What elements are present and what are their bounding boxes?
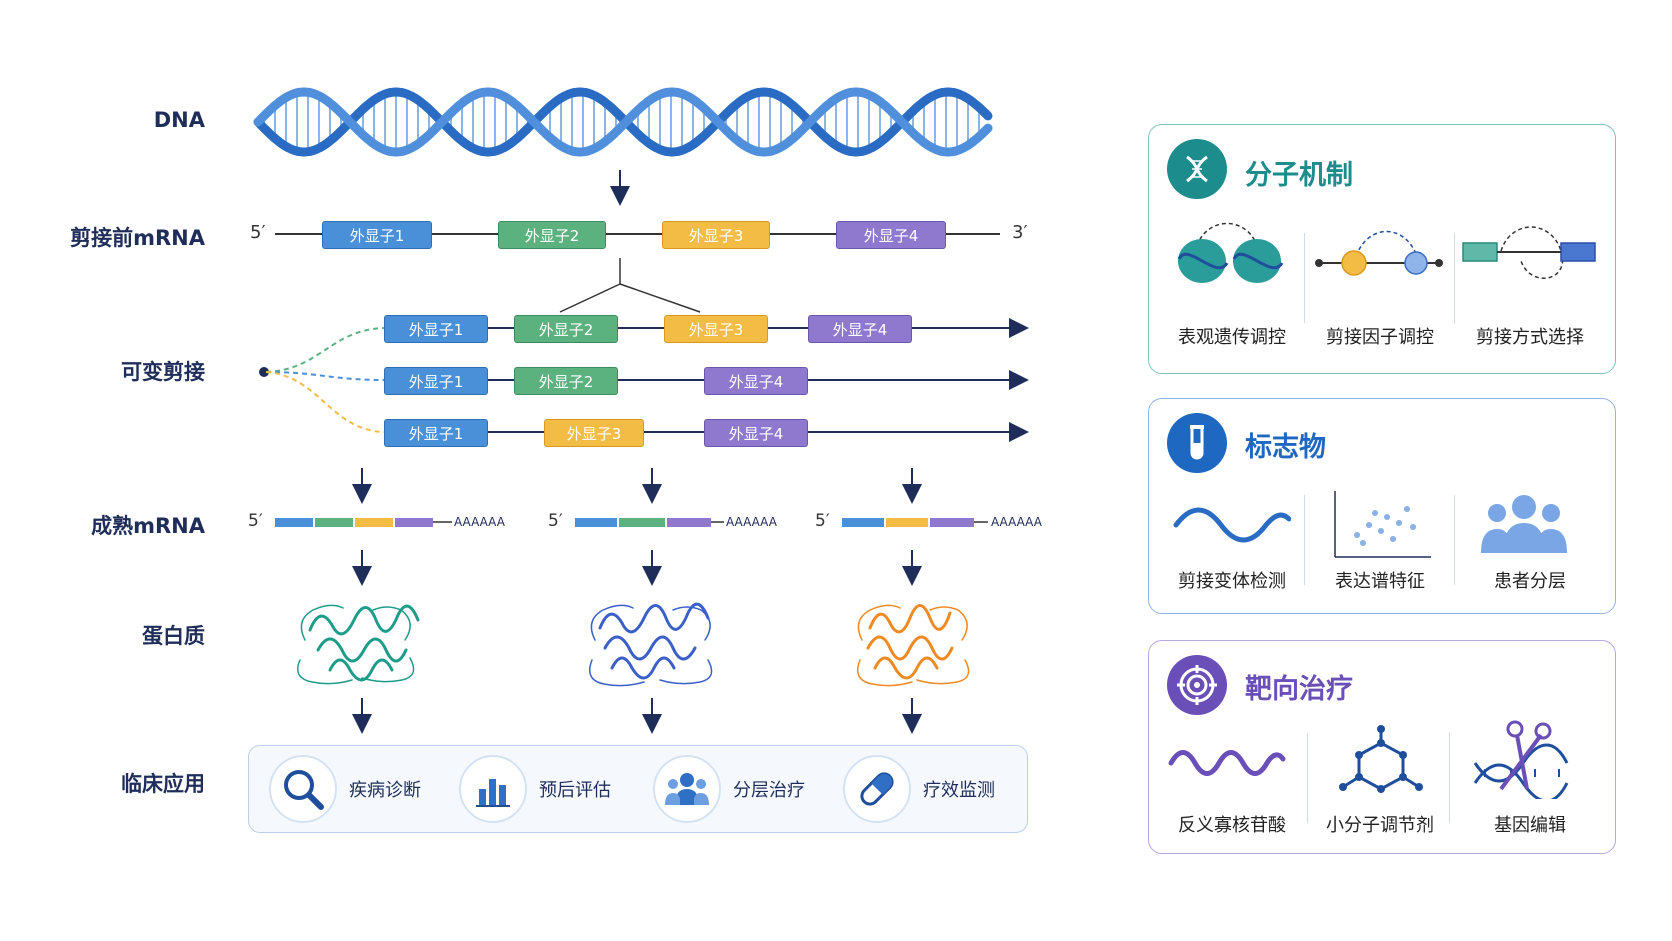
protein-teal (297, 604, 420, 685)
ther-divider-1 (1307, 733, 1308, 823)
mature2-poly-a: AAAAAA (726, 515, 777, 529)
label-clinical: 临床应用 (121, 772, 205, 796)
clinical-item-monitoring: 疗效监测 (843, 755, 995, 823)
iso3-exon-3: 外显子3 (544, 419, 644, 447)
pill-icon (843, 755, 911, 823)
panel-mechanism-title: 分子机制 (1245, 160, 1353, 191)
magnifier-icon (269, 755, 337, 823)
clinical-label-diagnosis: 疾病诊断 (349, 780, 421, 801)
mech-label-3: 剪接方式选择 (1476, 327, 1584, 348)
clinical-applications-box: 疾病诊断 预后评估 分层治疗 疗效监测 (248, 745, 1028, 833)
mature3-poly-a: AAAAAA (991, 515, 1042, 529)
mech-label-2: 剪接因子调控 (1326, 327, 1434, 348)
iso3-exon-1: 外显子1 (384, 419, 488, 447)
iso1-exon-1: 外显子1 (384, 315, 488, 343)
ther-label-2: 小分子调节剂 (1326, 815, 1434, 836)
wave-icon (1173, 507, 1291, 543)
splice-source-dot (259, 367, 269, 377)
test-tube-icon (1167, 413, 1227, 473)
iso2-exon-2: 外显子2 (514, 367, 618, 395)
clinical-item-diagnosis: 疾病诊断 (269, 755, 421, 823)
iso2-exon-1: 外显子1 (384, 367, 488, 395)
iso1-exon-3: 外显子3 (664, 315, 768, 343)
mature1-five-prime: 5′ (248, 511, 263, 531)
oligo-wave-icon (1168, 750, 1286, 776)
label-alt-splicing: 可变剪接 (121, 360, 205, 384)
mature-mrna-2 (575, 518, 724, 527)
iso3-exon-4: 外显子4 (704, 419, 808, 447)
ther-divider-2 (1449, 733, 1450, 823)
pre-exon-2: 外显子2 (498, 221, 606, 249)
people-icon (653, 755, 721, 823)
splice-choice-icon (1462, 226, 1596, 279)
panel-therapy-title: 靶向治疗 (1245, 674, 1353, 705)
scissors-dna-icon (1473, 720, 1569, 799)
target-icon (1167, 655, 1227, 715)
molecule-icon (1339, 725, 1423, 793)
protein-blue (589, 602, 713, 687)
pre-five-prime: 5′ (250, 222, 266, 243)
panel-mechanism: 分子机制 表观遗传调控 剪接因子调控 剪接方式选择 (1148, 124, 1616, 374)
label-mature-mrna: 成熟mRNA (91, 514, 205, 538)
iso1-exon-2: 外显子2 (514, 315, 618, 343)
label-pre-mrna: 剪接前mRNA (70, 226, 205, 250)
clinical-label-prognosis: 预后评估 (539, 780, 611, 801)
panel-biomarker: 标志物 剪接变体检测 表达谱特征 患者分层 (1148, 398, 1616, 614)
mech-label-1: 表观遗传调控 (1178, 327, 1286, 348)
dash-curve-1 (265, 327, 385, 373)
label-protein: 蛋白质 (142, 624, 205, 648)
mature3-five-prime: 5′ (815, 511, 830, 531)
mature2-five-prime: 5′ (548, 511, 563, 531)
bio-label-3: 患者分层 (1494, 571, 1566, 592)
pre-three-prime: 3′ (1012, 222, 1028, 243)
patient-group-icon (1481, 495, 1567, 553)
pre-exon-1: 外显子1 (322, 221, 432, 249)
mature1-poly-a: AAAAAA (454, 515, 505, 529)
panel-biomarker-title: 标志物 (1245, 432, 1326, 463)
pre-exon-3: 外显子3 (662, 221, 770, 249)
iso2-exon-4: 外显子4 (704, 367, 808, 395)
bio-divider-2 (1454, 495, 1455, 585)
bio-label-2: 表达谱特征 (1335, 571, 1425, 592)
mature-mrna-1 (275, 518, 452, 527)
dash-curve-3 (265, 371, 385, 433)
clinical-item-stratified: 分层治疗 (653, 755, 805, 823)
mech-divider-2 (1454, 233, 1455, 323)
clinical-item-prognosis: 预后评估 (459, 755, 611, 823)
clinical-label-monitoring: 疗效监测 (923, 780, 995, 801)
clinical-label-stratified: 分层治疗 (733, 780, 805, 801)
mature-mrna-3 (842, 518, 988, 527)
ther-label-3: 基因编辑 (1494, 815, 1566, 836)
split-connector (559, 258, 701, 313)
dna-helix (253, 87, 993, 157)
protein-orange (857, 604, 970, 687)
bar-chart-icon (459, 755, 527, 823)
scatter-plot-icon (1334, 491, 1431, 558)
pre-exon-4: 外显子4 (836, 221, 946, 249)
iso1-exon-4: 外显子4 (808, 315, 912, 343)
mech-divider-1 (1304, 233, 1305, 323)
panel-therapy: 靶向治疗 反义寡核苷酸 小分子调节剂 基因编辑 (1148, 640, 1616, 854)
dash-curve-2 (265, 371, 385, 381)
dna-icon (1167, 139, 1227, 199)
bio-label-1: 剪接变体检测 (1178, 571, 1286, 592)
splice-factor-icon (1315, 230, 1443, 276)
bio-divider-1 (1304, 495, 1305, 585)
ther-label-1: 反义寡核苷酸 (1178, 815, 1286, 836)
label-dna: DNA (153, 108, 205, 132)
nucleosome-icon (1177, 222, 1284, 283)
